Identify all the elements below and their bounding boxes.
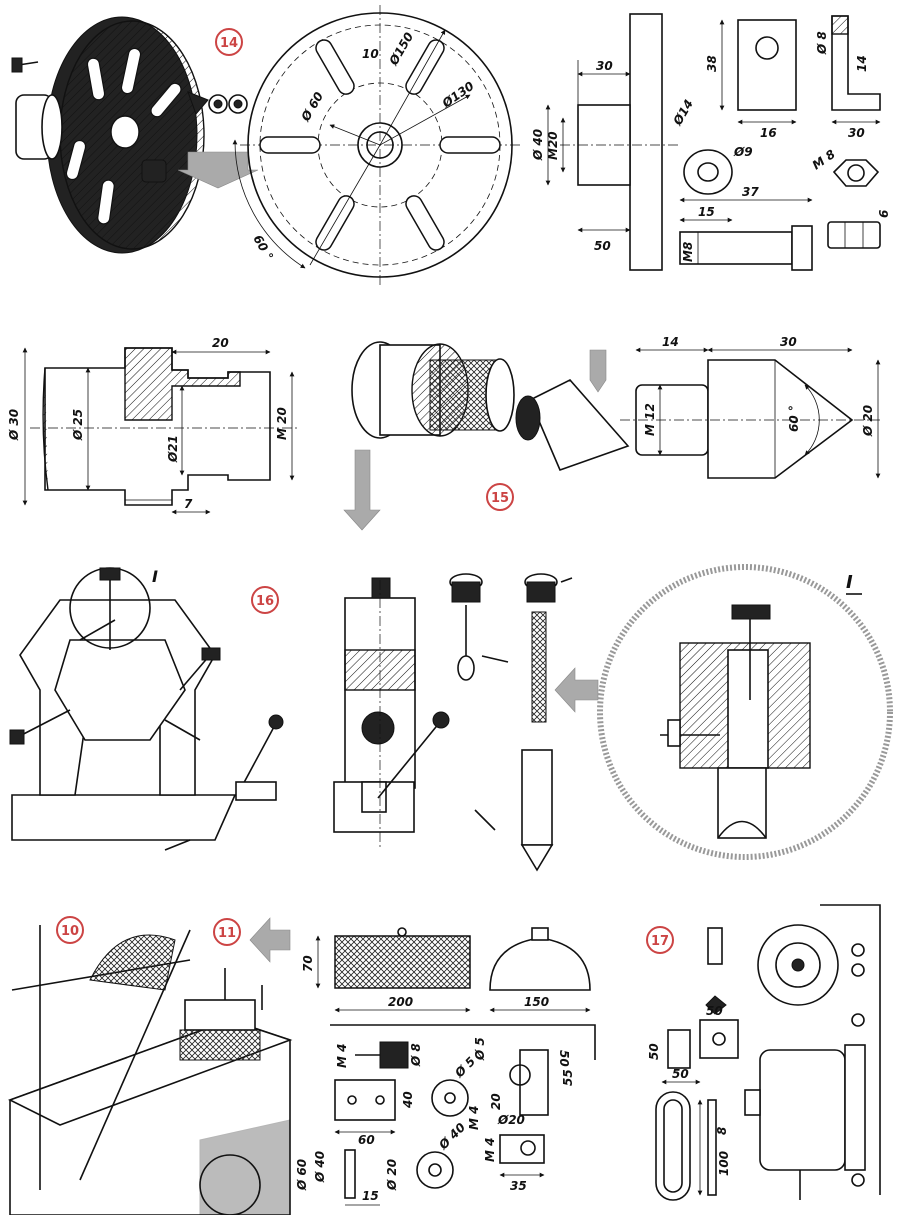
svg-text:11: 11 [218, 926, 236, 941]
faceplate-perspective [11, 16, 248, 254]
svg-text:Ø 8: Ø 8 [409, 1043, 423, 1067]
flange-side-view: 30 Ø 40 M20 50 [531, 13, 680, 271]
svg-text:200: 200 [388, 995, 413, 1009]
bracket-views: 38 16 Ø 8 14 30 [705, 15, 881, 140]
figure-17: 17 50 50 50 [646, 904, 881, 1201]
svg-text:10: 10 [61, 924, 79, 939]
svg-text:14: 14 [855, 55, 869, 72]
steady-rest-front: I [9, 567, 284, 851]
svg-text:Ø 40: Ø 40 [436, 1120, 469, 1153]
svg-text:M 4: M 4 [335, 1044, 349, 1068]
svg-text:I: I [152, 567, 158, 586]
svg-text:15: 15 [362, 1189, 379, 1203]
faceplate-front-view: 10 Ø150 Ø 60 Ø130 60 ° [232, 5, 520, 285]
svg-text:50: 50 [594, 239, 611, 253]
steady-rest-side [333, 577, 450, 850]
svg-text:20: 20 [212, 336, 229, 350]
svg-text:16: 16 [760, 126, 777, 140]
svg-text:35: 35 [510, 1179, 527, 1193]
svg-text:M 4: M 4 [483, 1138, 497, 1162]
svg-text:50: 50 [557, 1050, 571, 1067]
figure-15: Ø 30 Ø 25 20 M 20 Ø21 7 15 [7, 335, 881, 531]
fig16-badge: 16 [251, 586, 279, 614]
svg-text:100: 100 [717, 1151, 731, 1176]
svg-text:Ø9: Ø9 [733, 145, 753, 159]
direction-arrow [554, 667, 599, 713]
svg-text:20: 20 [489, 1093, 503, 1110]
svg-text:40: 40 [401, 1091, 415, 1109]
direction-arrow [249, 917, 291, 963]
svg-text:16: 16 [256, 594, 274, 609]
svg-text:150: 150 [524, 995, 549, 1009]
svg-text:37: 37 [742, 185, 759, 199]
bolt: 37 15 M8 [679, 185, 813, 271]
svg-text:60 °: 60 ° [787, 405, 801, 432]
fig15-badge: 15 [486, 483, 514, 511]
arbor-section: Ø 30 Ø 25 20 M 20 Ø21 7 [7, 336, 300, 515]
svg-text:10: 10 [362, 47, 379, 61]
svg-text:70: 70 [301, 955, 315, 972]
figure-14: 14 10 Ø150 [11, 5, 891, 285]
svg-text:14: 14 [220, 36, 238, 51]
svg-text:Ø 40: Ø 40 [531, 129, 545, 161]
direction-arrow [343, 449, 381, 531]
svg-text:17: 17 [651, 934, 669, 949]
figure-10-11: 10 11 70 200 150 50 Ø 5 M 4 Ø 8 [7, 916, 596, 1215]
washer: Ø14 Ø9 [670, 97, 753, 195]
nut: M 8 6 [810, 147, 891, 249]
svg-text:Ø21: Ø21 [166, 435, 180, 463]
svg-text:Ø14: Ø14 [670, 97, 696, 128]
svg-text:8: 8 [715, 1127, 729, 1135]
svg-text:I: I [846, 572, 853, 593]
lathe-perspective [7, 925, 293, 1215]
svg-text:14: 14 [662, 335, 679, 349]
svg-text:38: 38 [705, 55, 719, 72]
svg-text:Ø20: Ø20 [497, 1113, 525, 1127]
figure-16: I 16 [9, 564, 893, 872]
svg-text:Ø 60: Ø 60 [295, 1159, 309, 1191]
svg-text:30: 30 [848, 126, 865, 140]
guard-parts: 70 200 150 50 Ø 5 M 4 Ø 8 60 40 Ø 5 [295, 927, 596, 1206]
fig10-badge: 10 [56, 916, 84, 944]
svg-text:M 4: M 4 [467, 1106, 481, 1130]
screw-parts [449, 573, 573, 872]
svg-text:Ø150: Ø150 [386, 30, 416, 68]
svg-text:Ø130: Ø130 [439, 79, 477, 111]
svg-text:30: 30 [780, 335, 797, 349]
svg-text:50: 50 [672, 1067, 689, 1081]
svg-text:Ø 20: Ø 20 [385, 1159, 399, 1191]
center-drawing: 14 30 M 12 60 ° Ø 20 [620, 335, 881, 479]
center-perspective [351, 341, 630, 472]
mount-parts: 50 50 50 8 100 [647, 927, 739, 1201]
svg-text:Ø 8: Ø 8 [815, 31, 829, 55]
svg-text:55: 55 [561, 1069, 575, 1086]
svg-text:15: 15 [491, 491, 509, 506]
svg-text:7: 7 [184, 497, 193, 511]
svg-text:M 12: M 12 [643, 403, 657, 436]
svg-text:50: 50 [647, 1043, 661, 1060]
svg-text:Ø 60: Ø 60 [298, 90, 326, 125]
motor-assembly [744, 904, 881, 1200]
fig11-badge: 11 [213, 918, 241, 946]
svg-text:M 20: M 20 [275, 407, 289, 440]
detail-I: I [597, 564, 893, 860]
svg-text:6: 6 [877, 210, 891, 218]
svg-text:60: 60 [358, 1133, 375, 1147]
svg-text:30: 30 [596, 59, 613, 73]
svg-text:M20: M20 [546, 131, 560, 160]
svg-text:Ø 40: Ø 40 [313, 1151, 327, 1183]
svg-text:M 8: M 8 [810, 147, 838, 173]
fig14-badge: 14 [215, 28, 243, 56]
svg-text:Ø 25: Ø 25 [71, 409, 85, 441]
fig17-badge: 17 [646, 926, 674, 954]
svg-text:Ø 30: Ø 30 [7, 409, 21, 441]
svg-text:Ø 20: Ø 20 [861, 405, 875, 437]
svg-text:Ø 5: Ø 5 [473, 1037, 487, 1061]
direction-arrow [589, 349, 607, 393]
svg-text:15: 15 [698, 205, 715, 219]
svg-text:50: 50 [706, 1004, 723, 1018]
svg-text:60 °: 60 ° [250, 233, 276, 263]
svg-text:M8: M8 [681, 242, 695, 262]
